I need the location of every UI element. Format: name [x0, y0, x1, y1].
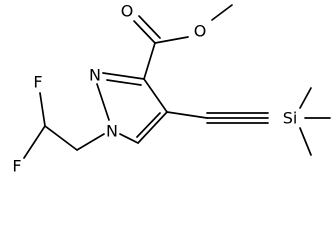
bond-c3-ccarbonyl: [143, 42, 156, 80]
bond-c4-c5-inner: [136, 112, 161, 138]
bond-n2-c3-inner: [106, 79, 142, 86]
atom-n1: N: [106, 122, 118, 141]
bond-c-oester: [154, 36, 189, 44]
atom-f-upper: F: [33, 73, 42, 92]
bond-n1-n2: [96, 83, 110, 121]
molecular-structure: O O N N F F Si: [12, 2, 331, 176]
atom-o-ester: O: [194, 22, 207, 41]
bond-si-methyl-up: [299, 87, 312, 109]
bond-c-o-double-b: [138, 15, 161, 39]
bond-chf2-f-upper: [39, 92, 46, 127]
bond-n2-c3: [102, 72, 145, 80]
bond-ch2-chf2: [44, 125, 78, 151]
bond-c-o-double-a: [133, 20, 156, 44]
bonds: [23, 4, 331, 159]
bond-c3-c4: [143, 78, 168, 113]
atom-n2: N: [89, 66, 101, 85]
bond-chf2-f-lower: [23, 125, 46, 159]
atom-labels: O O N N F F Si: [12, 2, 297, 176]
bond-si-methyl-down: [299, 127, 312, 156]
bond-c4-alkyne: [166, 111, 208, 119]
bond-c4-c5: [137, 111, 168, 144]
bond-n1-ch2: [76, 133, 105, 151]
atom-o-carbonyl: O: [121, 2, 134, 21]
bond-c5-n1: [119, 133, 139, 144]
atom-f-lower: F: [12, 157, 21, 176]
atom-si: Si: [283, 109, 298, 128]
bond-oester-methyl: [211, 4, 233, 21]
